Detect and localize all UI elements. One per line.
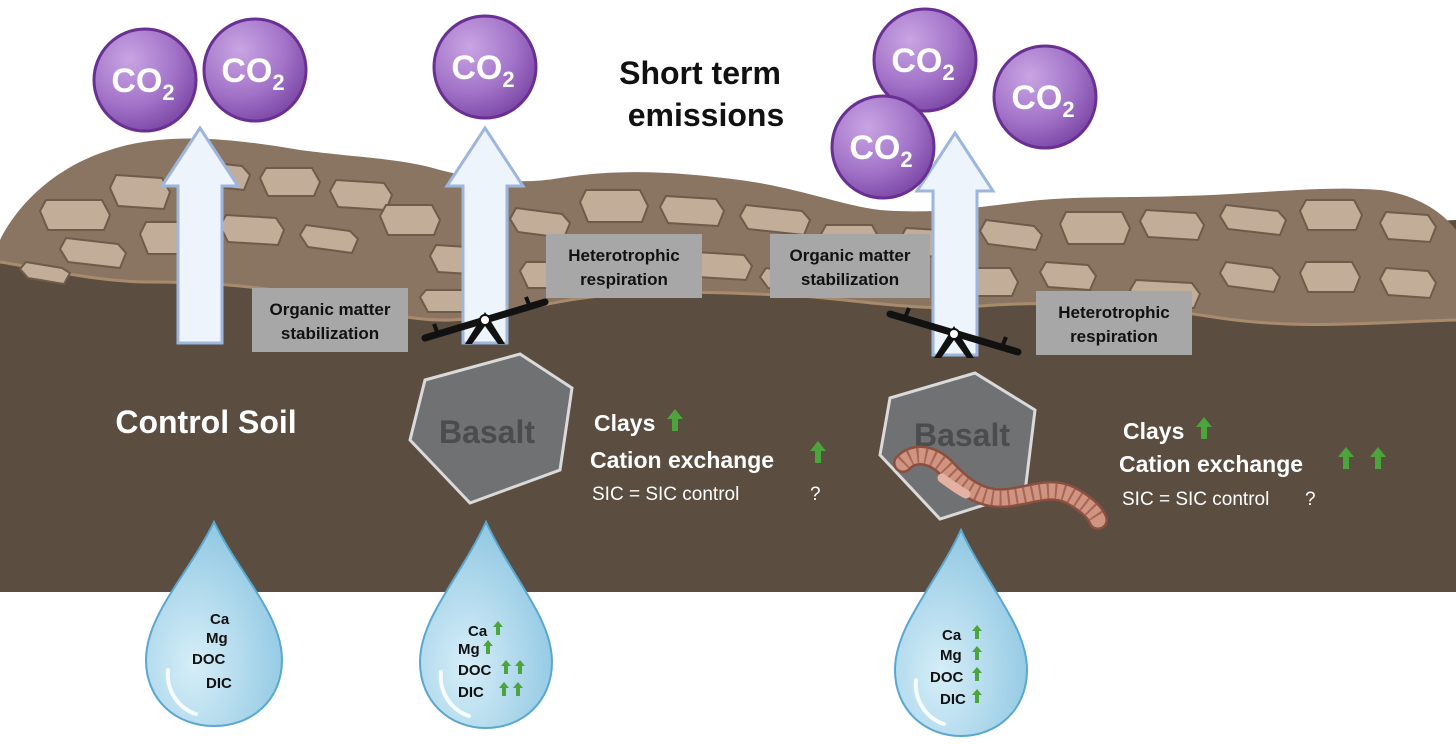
co2-bubble: CO2 bbox=[432, 14, 538, 120]
stone bbox=[1218, 260, 1282, 294]
organic-matter-right-line2: stabilization bbox=[801, 270, 899, 289]
leachate-drop-control: Ca Mg DOC DIC bbox=[144, 519, 284, 728]
title-line1: Short term bbox=[619, 55, 781, 91]
co2-label: CO2 bbox=[451, 49, 514, 92]
heterotrophic-left-line2: respiration bbox=[580, 270, 668, 289]
label-organic-matter-left: Organic matter stabilization bbox=[252, 288, 408, 352]
drop-basalt-mg: Mg bbox=[458, 641, 480, 658]
sic-question-right: ? bbox=[1305, 489, 1316, 510]
stone bbox=[1298, 261, 1362, 293]
co2-bubble: CO2 bbox=[992, 44, 1098, 150]
drop-basalt-doc: DOC bbox=[458, 662, 492, 679]
co2-flux-arrows bbox=[159, 125, 996, 357]
stone bbox=[1298, 199, 1364, 231]
drop-basalt-dic: DIC bbox=[458, 684, 484, 701]
drop-control-dic: DIC bbox=[206, 675, 232, 692]
cation-exchange-label-right: Cation exchange bbox=[1119, 451, 1303, 477]
co2-label: CO2 bbox=[221, 52, 284, 95]
drop-basalt-ca: Ca bbox=[468, 623, 488, 640]
clays-label-middle: Clays bbox=[594, 410, 655, 436]
stone bbox=[378, 204, 442, 236]
sic-label-middle: SIC = SIC control bbox=[592, 484, 739, 505]
organic-matter-left-line2: stabilization bbox=[281, 324, 379, 343]
stone bbox=[1378, 266, 1438, 300]
stone bbox=[578, 189, 650, 223]
title-line2: emissions bbox=[628, 97, 785, 133]
cation-exchange-label-middle: Cation exchange bbox=[590, 447, 774, 473]
flux-arrow-basalt bbox=[444, 125, 526, 345]
stone bbox=[108, 173, 172, 211]
drop-worm-doc: DOC bbox=[930, 669, 964, 686]
basalt-left-label: Basalt bbox=[439, 414, 535, 450]
stone bbox=[1058, 211, 1132, 245]
stone bbox=[328, 178, 394, 212]
co2-label: CO2 bbox=[891, 42, 954, 85]
balance-seesaw-right bbox=[886, 307, 1022, 358]
drop-worm-ca: Ca bbox=[942, 627, 962, 644]
drop-control-doc: DOC bbox=[192, 651, 226, 668]
drop-worm-mg: Mg bbox=[940, 647, 962, 664]
balance-seesaw-left bbox=[421, 296, 549, 344]
label-heterotrophic-left: Heterotrophic respiration bbox=[546, 234, 702, 298]
stone bbox=[978, 218, 1044, 252]
control-soil-label: Control Soil bbox=[115, 404, 296, 440]
drop-worm-dic: DIC bbox=[940, 691, 966, 708]
organic-matter-right-line1: Organic matter bbox=[790, 246, 911, 265]
heterotrophic-right-line2: respiration bbox=[1070, 327, 1158, 346]
co2-label: CO2 bbox=[849, 129, 912, 172]
earthworm bbox=[893, 445, 1108, 530]
co2-bubble: CO2 bbox=[202, 17, 308, 123]
co2-label: CO2 bbox=[111, 62, 174, 105]
stone bbox=[658, 194, 726, 228]
stone bbox=[38, 199, 112, 231]
stone bbox=[18, 260, 72, 286]
clays-label-right: Clays bbox=[1123, 418, 1184, 444]
stone bbox=[258, 167, 322, 197]
drop-control-ca: Ca bbox=[210, 611, 230, 628]
co2-bubble: CO2 bbox=[830, 94, 936, 200]
heterotrophic-right-line1: Heterotrophic bbox=[1058, 303, 1169, 322]
organic-matter-left-line1: Organic matter bbox=[270, 300, 391, 319]
flux-arrow-control bbox=[159, 125, 241, 345]
stone bbox=[1038, 260, 1098, 292]
stone bbox=[58, 236, 128, 270]
leachate-drop-basalt-worm: Ca Mg DOC DIC bbox=[893, 527, 1029, 738]
sic-label-right: SIC = SIC control bbox=[1122, 489, 1269, 510]
stone bbox=[218, 213, 286, 247]
stone bbox=[1218, 203, 1288, 237]
heterotrophic-left-line1: Heterotrophic bbox=[568, 246, 679, 265]
co2-bubble: CO2 bbox=[872, 7, 978, 113]
drop-control-mg: Mg bbox=[206, 630, 228, 647]
stone bbox=[1138, 208, 1206, 242]
co2-bubble: CO2 bbox=[92, 27, 198, 133]
flux-arrow-basalt-worm bbox=[914, 130, 996, 357]
leachate-drop-basalt: Ca Mg DOC DIC bbox=[418, 519, 554, 730]
sic-question-middle: ? bbox=[810, 484, 821, 505]
stone bbox=[1378, 210, 1438, 244]
label-heterotrophic-right: Heterotrophic respiration bbox=[1036, 291, 1192, 355]
label-organic-matter-right: Organic matter stabilization bbox=[770, 234, 930, 298]
stone bbox=[298, 223, 360, 255]
basalt-rock-left: Basalt bbox=[408, 352, 574, 505]
co2-label: CO2 bbox=[1011, 79, 1074, 122]
